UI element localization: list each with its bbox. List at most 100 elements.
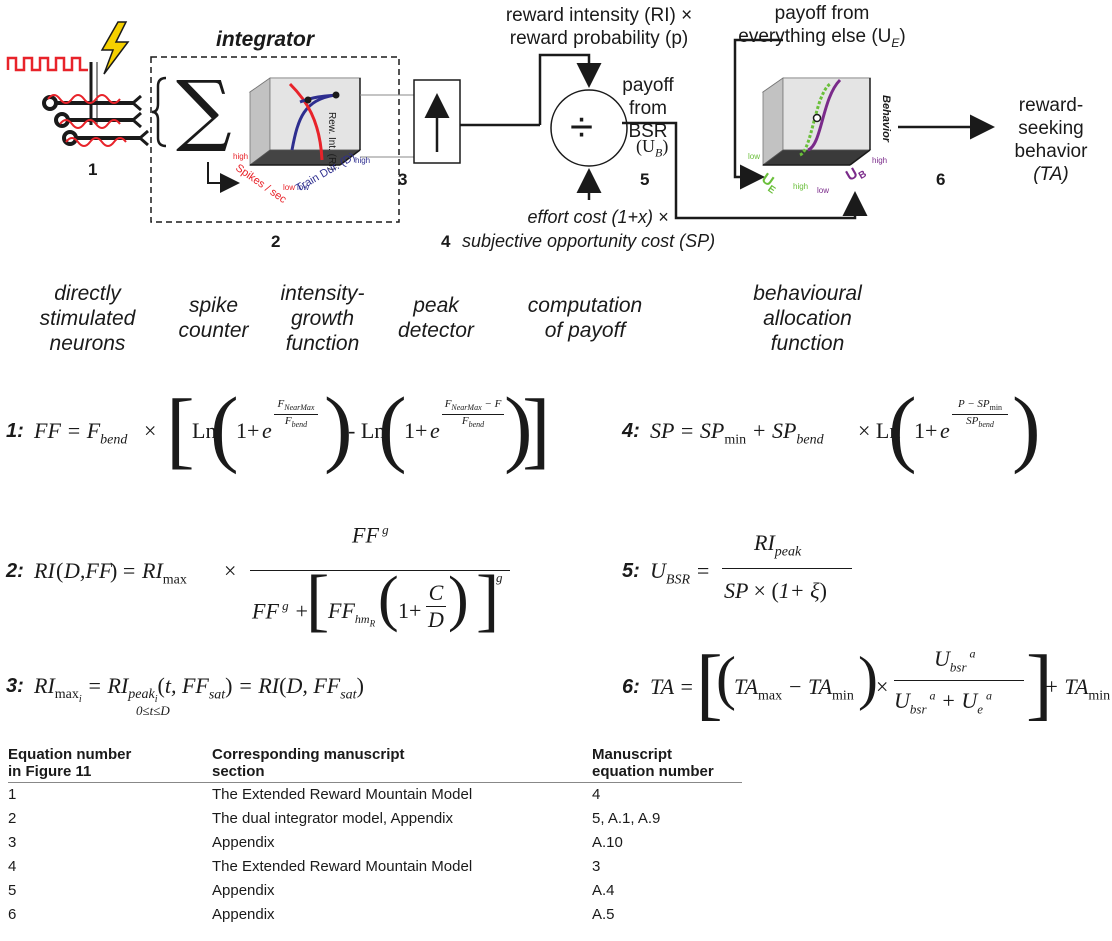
equation-6-number: 6:: [622, 676, 640, 698]
table-row: 3 Appendix A.10: [8, 831, 742, 855]
table-cell: Appendix: [212, 906, 275, 923]
table-cell: 6: [8, 906, 17, 923]
equation-3-number: 3:: [6, 675, 24, 697]
allocation-plot: [761, 77, 872, 166]
stage-number-3: 3: [398, 170, 408, 189]
equation-4-number: 4:: [622, 420, 640, 442]
model-diagram: [6, 21, 995, 223]
payoff-bsr-line2: BSR: [628, 121, 668, 142]
payoff-else-line2-wrap: everything else (UE): [738, 26, 906, 50]
sigma-symbol: ∑: [176, 65, 232, 155]
reward-intensity-line1: reward intensity (RI) ×: [505, 5, 693, 26]
table-row: 2 The dual integrator model, Appendix 5, A…: [8, 807, 742, 831]
ue-sub: E: [891, 35, 900, 50]
table-cell: A.5: [592, 906, 615, 923]
table-row: 6 Appendix A.5: [8, 903, 742, 927]
dur-low-label: low: [297, 183, 310, 192]
payoff-else-label: payoff from everything else (UE): [722, 2, 922, 55]
behavior-axis-label: Behavior: [880, 95, 892, 143]
stage-label-line: stimulated: [39, 307, 136, 330]
stage-label-line: directly: [54, 282, 121, 305]
stage-label-line: behavioural: [753, 282, 862, 305]
stage-label-line: counter: [178, 319, 249, 342]
stage-label-intensity-growth: intensity- growth function: [270, 281, 375, 356]
stage-label-line: computation: [527, 294, 643, 317]
stage-label-line: spike: [188, 294, 239, 317]
ub-sub: B: [655, 145, 663, 160]
stage-label-line: neurons: [49, 332, 126, 355]
table-cell: Appendix: [212, 882, 275, 899]
intensity-growth-plot: [248, 77, 362, 166]
table-cell: 3: [592, 858, 601, 875]
payoff-bsr-line1: payoff from: [622, 75, 674, 119]
table-cell: 3: [8, 834, 17, 851]
stage-number-4: 4: [441, 232, 451, 251]
table-cell: 1: [8, 786, 17, 803]
stage-number-1: 1: [88, 160, 98, 179]
payoff-bsr-label: payoff from BSR: [608, 74, 688, 143]
table-cell: 4: [592, 786, 601, 803]
ue-low-label: low: [748, 152, 761, 161]
stage-number-2: 2: [271, 232, 281, 251]
opportunity-cost-label: subjective opportunity cost (SP): [462, 231, 716, 251]
reward-seeking-label: reward- seeking behavior (TA): [995, 94, 1107, 186]
stage-label-neurons: directly stimulated neurons: [20, 281, 155, 356]
header-line: Equation number: [8, 746, 132, 763]
stage-number-5: 5: [640, 170, 650, 189]
divide-symbol: ÷: [570, 103, 594, 150]
stage-label-allocation: behavioural allocation function: [730, 281, 885, 356]
table-row: 1 The Extended Reward Mountain Model 4: [8, 783, 742, 808]
table-cell: 5, A.1, A.9: [592, 810, 661, 827]
reward-seeking-line4: (TA): [1033, 164, 1069, 185]
ue-high-label: high: [793, 182, 809, 191]
payoff-bsr-symbol: (UB): [636, 136, 669, 160]
spikes-low-label: low: [283, 183, 296, 192]
equation-2-number: 2:: [6, 560, 24, 582]
equation-5-number: 5:: [622, 560, 640, 582]
dur-high-label: high: [355, 156, 371, 165]
table-cell: 5: [8, 882, 17, 899]
stage-label-line: growth: [290, 307, 355, 330]
reward-intensity-line2: reward probability (p): [509, 28, 689, 49]
reward-seeking-line1: reward-: [1018, 95, 1084, 116]
stage-label-line: allocation: [763, 307, 852, 330]
lightning-icon: [100, 21, 130, 75]
table-cell: Appendix: [212, 834, 275, 851]
table-cell: 4: [8, 858, 17, 875]
table-row: 5 Appendix A.4: [8, 879, 742, 903]
header-line: Manuscript: [592, 746, 673, 763]
reward-seeking-line3: behavior: [1014, 141, 1088, 162]
table-cell: The dual integrator model, Appendix: [212, 810, 453, 827]
table-cell: The Extended Reward Mountain Model: [212, 858, 473, 875]
divide-node: [550, 89, 628, 167]
ub-line: [622, 121, 868, 220]
ub-low-label: low: [817, 186, 830, 195]
table-cell: A.4: [592, 882, 615, 899]
header-line: equation number: [592, 763, 714, 780]
stage-label-line: peak: [413, 294, 459, 317]
stage-number-6: 6: [936, 170, 946, 189]
ub-high-label: high: [872, 156, 888, 165]
table-row: 4 The Extended Reward Mountain Model 3: [8, 855, 742, 879]
header-line: in Figure 11: [8, 763, 92, 780]
stage-label-line: intensity-: [280, 282, 365, 305]
sigma-to-axis-arrow: [207, 162, 240, 193]
brace: [151, 76, 167, 148]
stage-label-peak-detector: peak detector: [386, 293, 486, 343]
payoff-else-line2: everything else (U: [738, 26, 892, 47]
stage-label-line: of payoff: [544, 319, 626, 342]
equation-1-number: 1:: [6, 420, 24, 442]
table-cell: A.10: [592, 834, 623, 851]
table-cell: The Extended Reward Mountain Model: [212, 786, 473, 803]
ri-down-arrow: [538, 53, 602, 125]
stage-label-payoff: computation of payoff: [510, 293, 660, 343]
table-cell: 2: [8, 810, 17, 827]
stage-label-spike-counter: spike counter: [166, 293, 261, 343]
electrode-icon: [89, 62, 98, 125]
ue-line: [733, 38, 783, 190]
stage-label-line: detector: [398, 319, 474, 342]
